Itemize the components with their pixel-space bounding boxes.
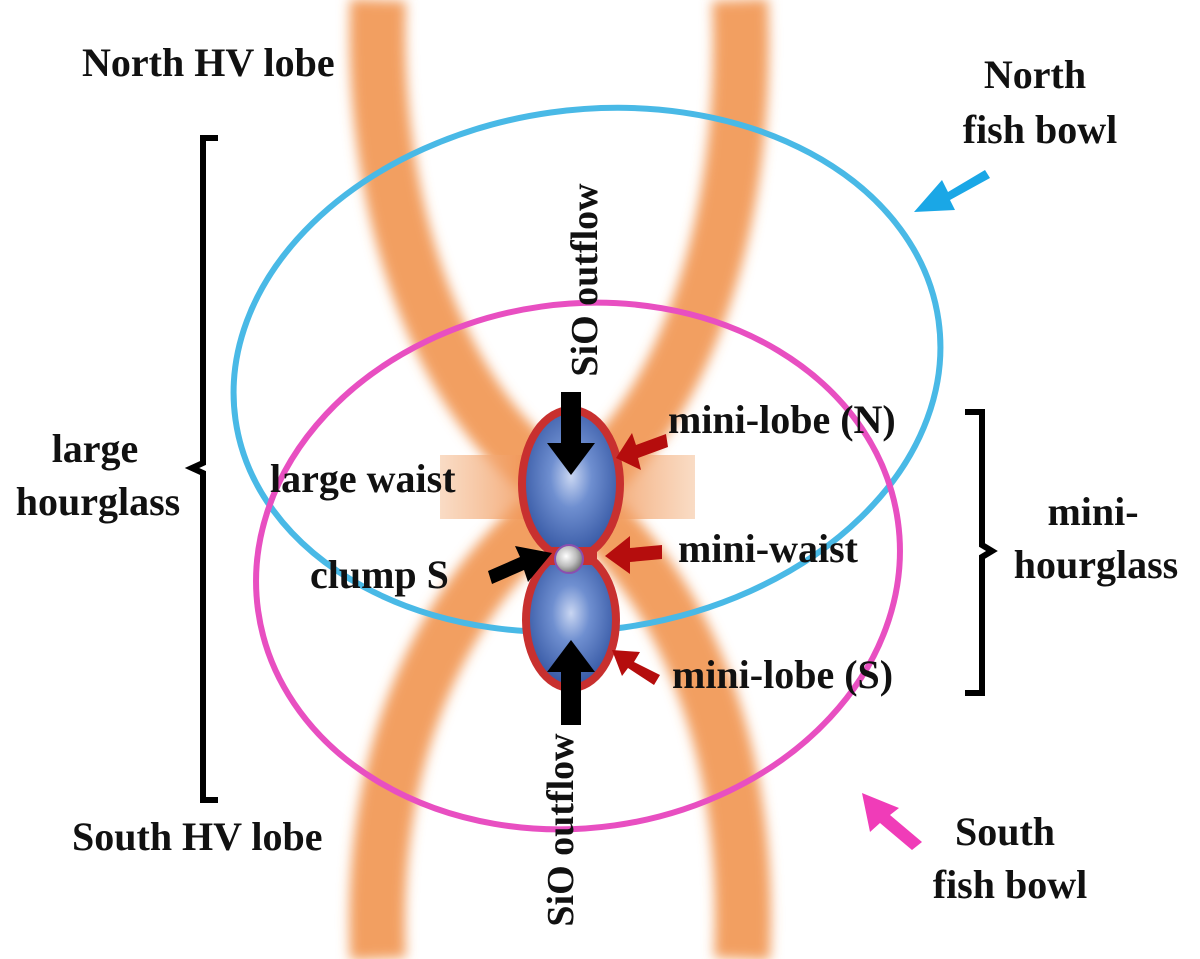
south-fish-bowl-label-line2: fish bowl bbox=[933, 862, 1088, 907]
clump-s-arrow bbox=[488, 546, 552, 584]
sio-outflow-bottom-arrow bbox=[547, 640, 595, 725]
south-hv-lobe-left-band bbox=[349, 499, 559, 959]
large-hourglass-label-line2: hourglass bbox=[16, 479, 181, 524]
north-fish-bowl-label-line2: fish bowl bbox=[963, 107, 1118, 152]
clump-s-label: clump S bbox=[310, 552, 449, 597]
mini-hourglass-bracket bbox=[965, 409, 998, 696]
mini-hourglass-label-line2: hourglass bbox=[1014, 542, 1179, 587]
large-hourglass-label-line1: large bbox=[52, 426, 139, 471]
red-arrows bbox=[605, 433, 668, 685]
mini-hourglass bbox=[518, 406, 624, 692]
sio-outflow-top-arrow bbox=[547, 392, 595, 475]
black-arrows bbox=[488, 392, 595, 725]
south-fish-bowl-arrow bbox=[862, 793, 922, 850]
mini-lobe-s-arrow bbox=[612, 650, 660, 685]
north-hv-lobe-label: North HV lobe bbox=[82, 40, 335, 85]
mini-lobe-s-label: mini-lobe (S) bbox=[672, 652, 893, 697]
large-hourglass-bracket bbox=[184, 135, 218, 803]
mini-waist-label: mini-waist bbox=[678, 526, 859, 571]
north-fish-bowl-label-line1: North bbox=[984, 52, 1086, 97]
north-hv-lobe-left-band bbox=[349, 0, 558, 493]
mini-waist-arrow bbox=[605, 536, 662, 574]
sio-outflow-bottom-label: SiO outflow bbox=[540, 733, 582, 927]
mini-hourglass-label-line1: mini- bbox=[1047, 489, 1138, 534]
south-hv-lobe-right-band bbox=[580, 500, 771, 959]
south-fish-bowl-ellipse bbox=[253, 299, 903, 833]
sio-outflow-top-label: SiO outflow bbox=[564, 183, 606, 377]
large-waist-label: large waist bbox=[270, 456, 456, 501]
mini-lobe-n-label: mini-lobe (N) bbox=[668, 397, 896, 442]
north-fish-bowl-ellipse bbox=[230, 104, 944, 636]
south-fish-bowl-label-line1: South bbox=[955, 809, 1055, 854]
north-fish-bowl-arrow bbox=[914, 170, 990, 212]
mini-lobe-n-arrow bbox=[616, 433, 668, 470]
south-hv-lobe-label: South HV lobe bbox=[72, 814, 322, 859]
clump-s-marker bbox=[554, 544, 584, 574]
